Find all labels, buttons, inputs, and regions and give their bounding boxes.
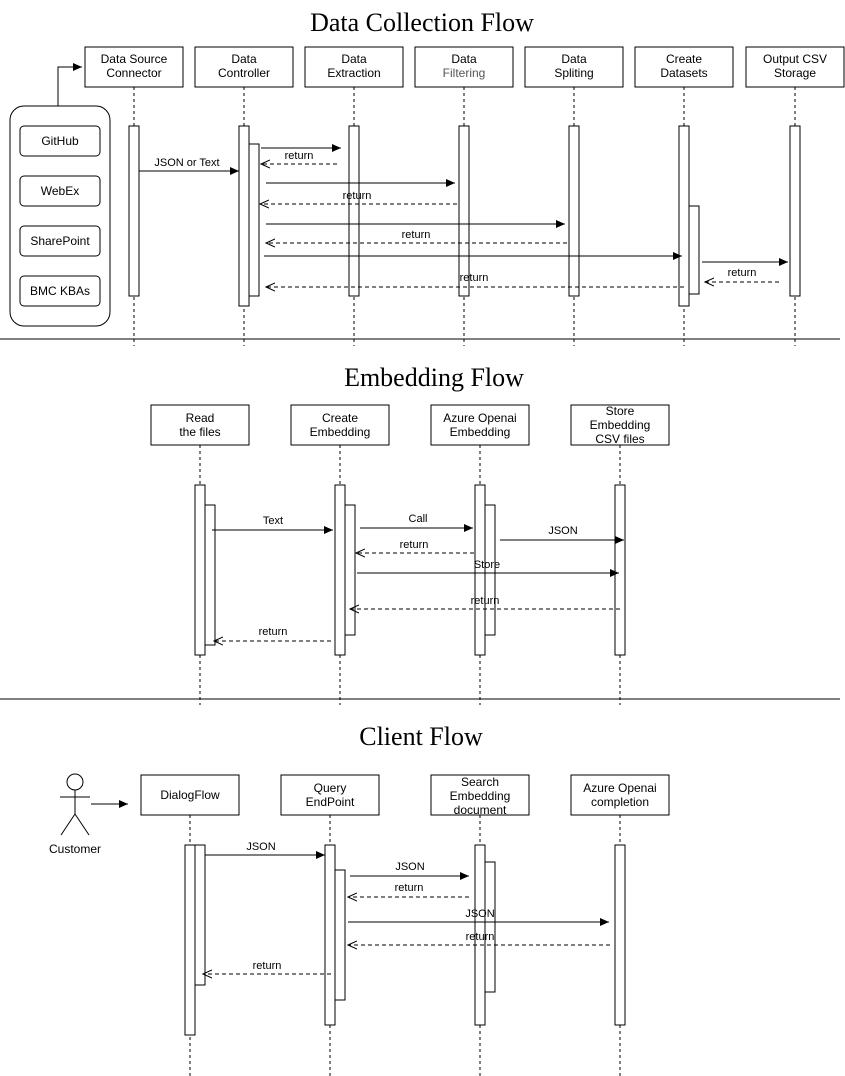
activation-bar (458, 125, 470, 297)
message-label: JSON (395, 861, 424, 873)
message-label: Text (263, 515, 283, 527)
message-label: JSON (246, 841, 275, 853)
section-title: Client Flow (359, 722, 483, 751)
source-webex (19, 175, 101, 207)
activation-bar (614, 844, 626, 1026)
activation-bar (248, 143, 260, 297)
svg-text:WebEx: WebEx (41, 184, 79, 198)
message-label: JSON (465, 908, 494, 920)
data-sources-container: GitHub WebEx SharePoint BMC KBAs (9, 63, 111, 327)
activation-bar (348, 125, 360, 297)
activation-bar (194, 484, 206, 656)
message-label: return (285, 150, 314, 162)
message-label: return (402, 229, 431, 241)
actor-label: Customer (49, 842, 101, 856)
activation-bar (334, 869, 346, 1001)
svg-text:SharePoint: SharePoint (30, 234, 90, 248)
activation-bar (334, 484, 346, 656)
message-label: return (471, 595, 500, 607)
message-label: Store (474, 559, 500, 571)
activation-bar (324, 844, 336, 1026)
activation-bar (204, 504, 216, 646)
svg-text:GitHub: GitHub (41, 134, 79, 148)
activation-bar (128, 125, 140, 297)
customer-actor-icon (60, 773, 90, 836)
activation-bar (688, 205, 700, 295)
activation-bar (194, 844, 206, 986)
message-label: return (395, 882, 424, 894)
activation-bar (344, 504, 356, 636)
message-label: JSON (548, 525, 577, 537)
message-label: return (253, 960, 282, 972)
activation-bar (184, 844, 196, 1036)
svg-text:BMC KBAs: BMC KBAs (30, 284, 90, 298)
activation-bar (484, 861, 496, 993)
message-label: return (259, 626, 288, 638)
message-label: return (343, 190, 372, 202)
message-label: JSON or Text (154, 157, 219, 169)
activation-bar (614, 484, 626, 656)
source-sharepoint (19, 225, 101, 257)
participant-dialogflow: DialogFlow (140, 774, 240, 816)
message-label: return (460, 272, 489, 284)
activation-bar (238, 125, 250, 307)
activation-bar (789, 125, 801, 297)
activation-bar (678, 125, 690, 307)
message-label: return (400, 539, 429, 551)
message-label: Call (409, 513, 428, 525)
activation-bar (484, 504, 496, 636)
svg-text:DialogFlow: DialogFlow (160, 788, 220, 802)
message-label: return (728, 267, 757, 279)
section-title: Data Collection Flow (310, 8, 534, 37)
activation-bar (568, 125, 580, 297)
source-github (19, 125, 101, 157)
message-label: return (466, 931, 495, 943)
source-bmc-kbas (19, 275, 101, 307)
section-title: Embedding Flow (344, 363, 524, 392)
